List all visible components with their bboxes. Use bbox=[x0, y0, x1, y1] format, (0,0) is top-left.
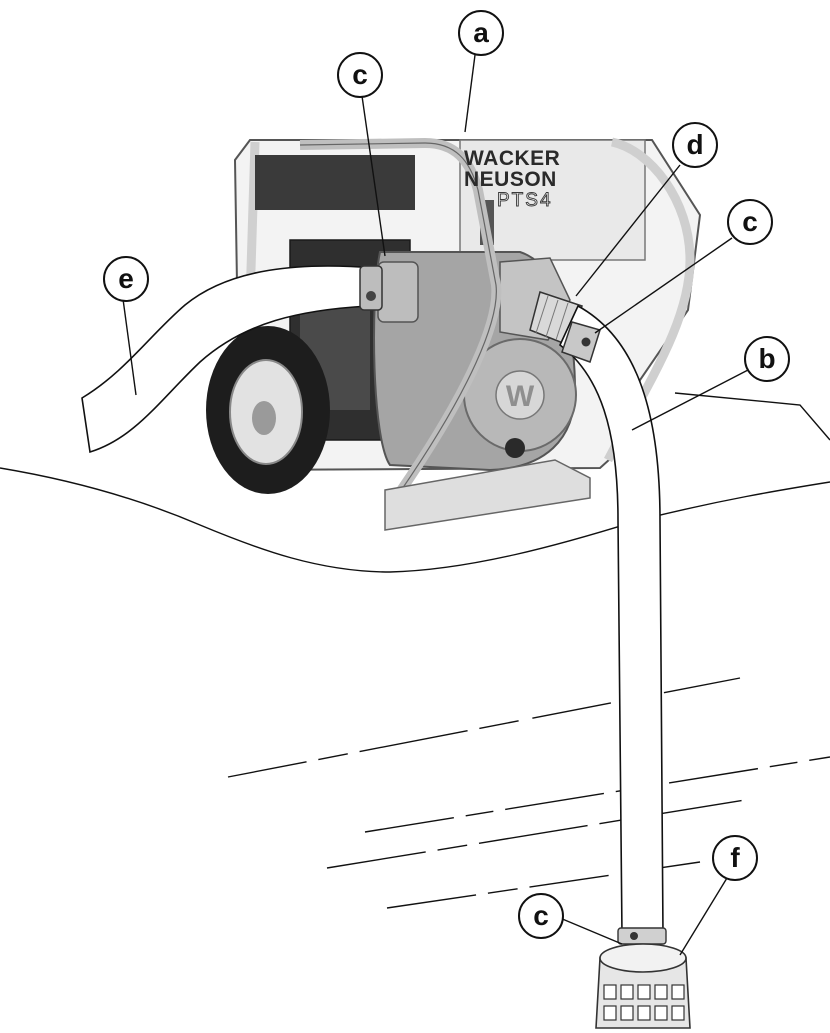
bank-contour bbox=[674, 392, 830, 441]
discharge-port bbox=[377, 261, 419, 323]
leader-b bbox=[631, 369, 749, 431]
callout-c-suction: c bbox=[727, 199, 773, 245]
brand-line-1: WACKER bbox=[464, 147, 560, 170]
logo-badge bbox=[495, 370, 545, 420]
svg-text:f: f bbox=[730, 842, 740, 873]
strainer-clamp bbox=[617, 927, 667, 945]
callout-e: e bbox=[103, 256, 149, 302]
strainer-slots bbox=[603, 984, 685, 1021]
engine-top bbox=[255, 155, 415, 210]
svg-text:a: a bbox=[473, 17, 489, 48]
strainer-top bbox=[599, 943, 687, 973]
drain-plug bbox=[505, 438, 525, 458]
base-skid bbox=[384, 459, 591, 531]
leader-lines bbox=[122, 54, 749, 956]
leader-a bbox=[464, 54, 476, 133]
svg-text:b: b bbox=[758, 343, 775, 374]
leader-c1 bbox=[361, 95, 386, 257]
callout-b: b bbox=[744, 336, 790, 382]
callout-d: d bbox=[672, 122, 718, 168]
leader-c2 bbox=[594, 237, 733, 334]
callout-c-strainer: c bbox=[518, 893, 564, 939]
brand-line-2: NEUSON bbox=[464, 168, 557, 191]
svg-text:d: d bbox=[686, 129, 703, 160]
discharge-hose bbox=[81, 265, 376, 454]
svg-text:e: e bbox=[118, 263, 134, 294]
strainer bbox=[595, 927, 691, 1029]
wheel-hub bbox=[252, 401, 276, 435]
callout-c-discharge: c bbox=[337, 52, 383, 98]
suction-hose-clamp bbox=[561, 321, 601, 363]
leader-d bbox=[575, 164, 681, 297]
leader-e bbox=[122, 298, 137, 396]
svg-text:c: c bbox=[742, 206, 758, 237]
svg-text:c: c bbox=[533, 900, 549, 931]
leader-f bbox=[679, 877, 728, 956]
svg-text:c: c bbox=[352, 59, 368, 90]
callout-a: a bbox=[458, 10, 504, 56]
carry-handle-edge bbox=[299, 142, 497, 493]
ground-contour bbox=[0, 467, 830, 573]
model-label: PTS4 bbox=[497, 190, 553, 211]
leader-c3 bbox=[559, 917, 623, 945]
logo-badge-letter: W bbox=[506, 380, 535, 413]
discharge-hose-clamp bbox=[359, 265, 383, 311]
callout-f: f bbox=[712, 835, 758, 881]
